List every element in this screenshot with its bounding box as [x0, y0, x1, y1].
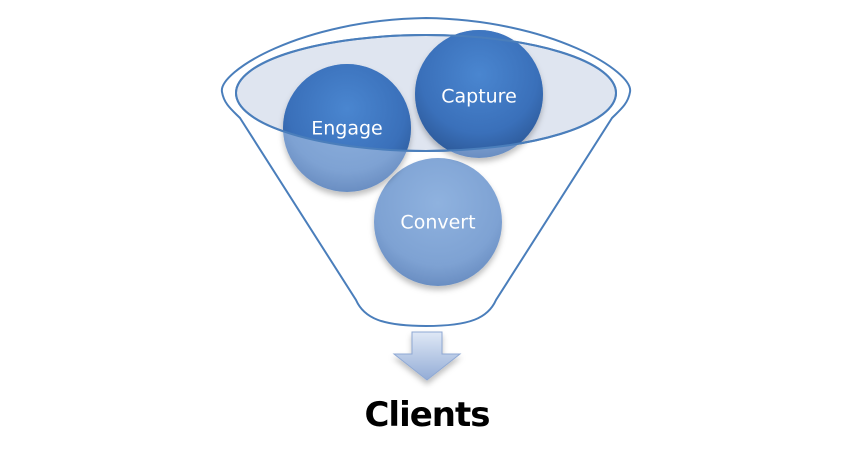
convert-circle	[374, 158, 502, 286]
capture-label: Capture	[441, 86, 517, 108]
capture-circle-top	[444, 30, 514, 40]
capture-circle	[415, 35, 543, 151]
result-label: Clients	[364, 395, 489, 435]
engage-circle	[283, 64, 411, 151]
funnel-body	[220, 16, 632, 328]
stage-convert: Convert	[374, 158, 502, 286]
down-arrow-icon	[392, 331, 462, 381]
engage-label: Engage	[311, 118, 383, 140]
funnel-rim	[235, 34, 617, 152]
convert-label: Convert	[400, 212, 475, 234]
